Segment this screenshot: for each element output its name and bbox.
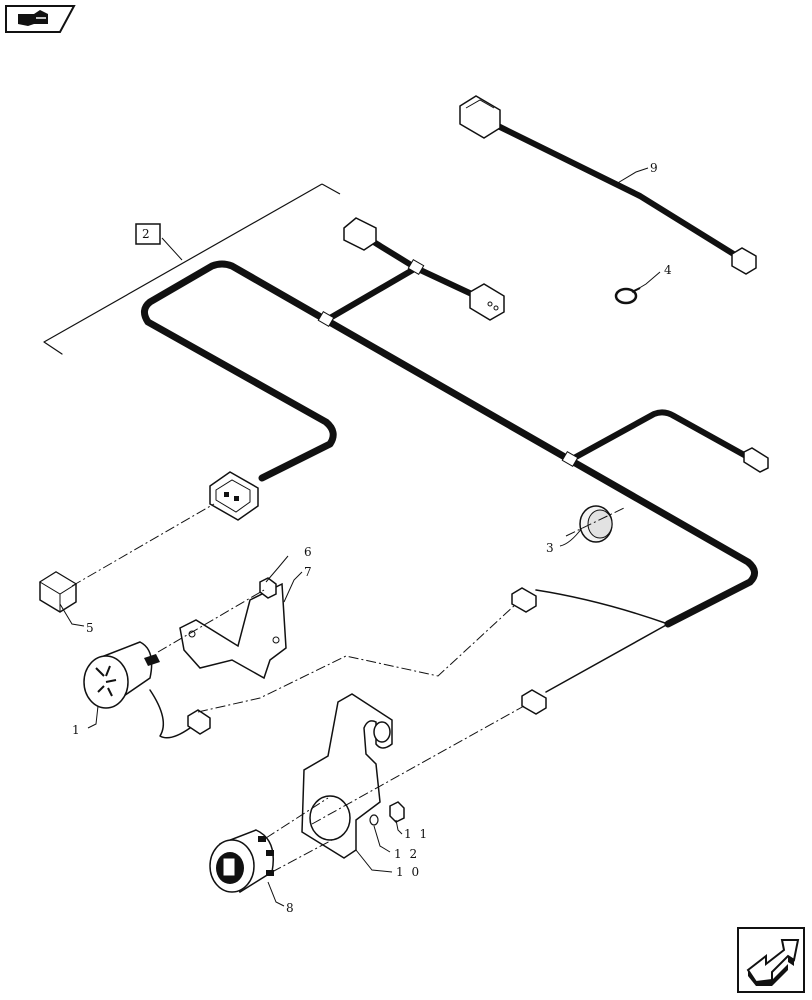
callout-box-2 [135, 223, 161, 245]
assembly-lines [71, 503, 625, 873]
callout-10: 1 0 [396, 865, 421, 879]
nav-next-button[interactable] [736, 926, 806, 994]
callout-6: 6 [304, 545, 314, 559]
connector-upper-branch [343, 217, 505, 321]
alarm-item-1 [83, 641, 211, 739]
callout-7: 7 [304, 565, 314, 579]
callout-1: 1 [72, 723, 82, 737]
connector-pigtails [511, 587, 547, 715]
leader-lines [59, 167, 661, 907]
relay-item-5 [39, 571, 77, 613]
mounting-plate-item-10 [301, 693, 393, 859]
nav-back-button[interactable] [4, 4, 76, 34]
callout-12: 1 2 [394, 847, 419, 861]
harness-item-9 [459, 95, 757, 275]
callout-3: 3 [546, 541, 556, 555]
connector-relay-socket [209, 471, 259, 521]
callout-8: 8 [286, 901, 296, 915]
callout-4: 4 [664, 263, 674, 277]
callout-5: 5 [86, 621, 96, 635]
bracket-item-7 [179, 582, 287, 680]
nut-item-6 [259, 577, 277, 599]
hand-pointer-back-icon [5, 5, 76, 33]
callout-11: 1 1 [404, 827, 429, 841]
main-harness [141, 233, 758, 693]
callout-2: 2 [142, 227, 152, 241]
grommet-item-3 [579, 505, 613, 543]
arrow-forward-icon [737, 927, 805, 993]
fasteners-items-11-12 [369, 801, 405, 826]
assembly-bracket [43, 183, 341, 355]
connector-right-branch [743, 447, 769, 473]
callout-9: 9 [650, 161, 660, 175]
gauge-item-8 [209, 829, 274, 894]
